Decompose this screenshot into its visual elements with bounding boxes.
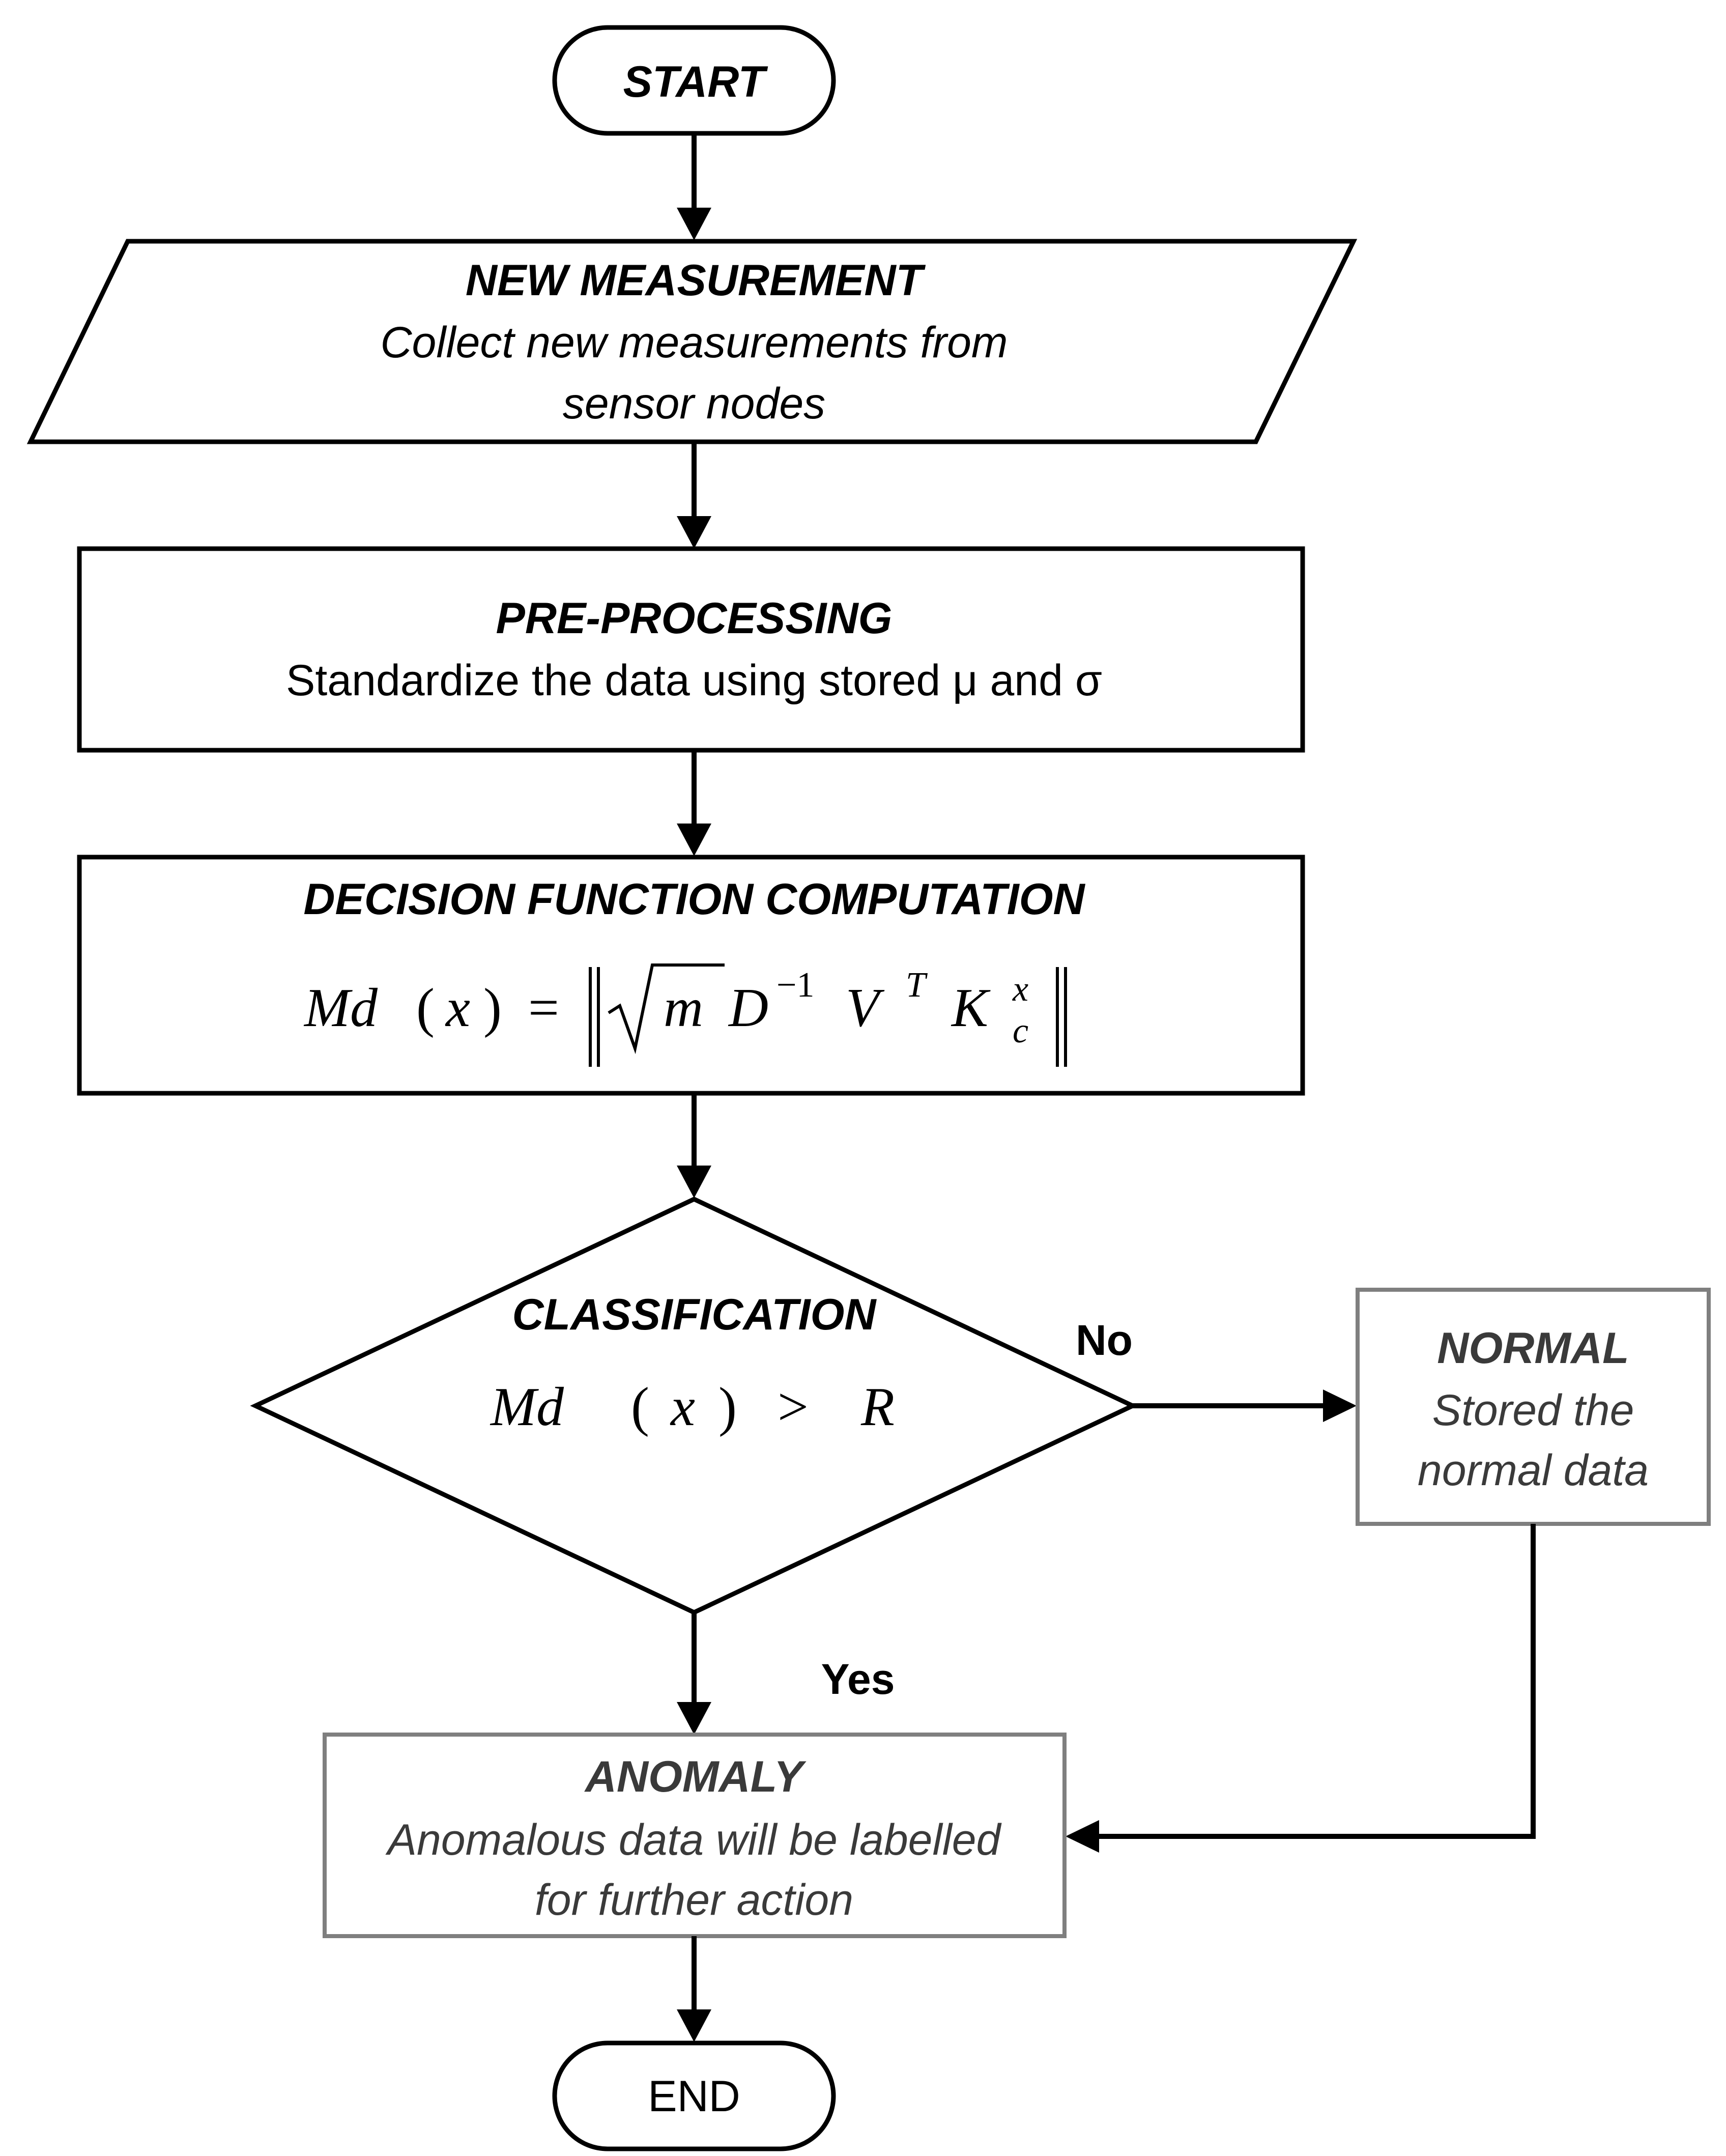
classification-open-paren: ( [631,1377,649,1437]
connector-no-to-normal: No [1076,1316,1357,1422]
decision-function-node: DECISION FUNCTION COMPUTATION Md ( x ) =… [77,855,1305,1096]
end-terminal-shape [552,2040,836,2151]
new-measurement-line1: Collect new measurements from [380,318,1008,367]
arrowhead [1323,1389,1357,1422]
formula-open-paren: ( [416,978,435,1038]
edge-label-no: No [1076,1316,1133,1364]
arrowhead [677,516,711,549]
formula-sqrt-arg: m [664,978,703,1038]
new-measurement-line2: sensor nodes [563,379,825,428]
formula-d: D [728,978,768,1038]
normal-line1: Stored the [1432,1386,1634,1435]
new-measurement-parallelogram [26,239,1358,444]
end-label: END [648,2072,740,2121]
pre-processing-title: PRE-PROCESSING [496,594,893,643]
anomaly-node: ANOMALY Anomalous data will be labelled … [323,1733,1067,1938]
formula-close-paren: ) [483,978,502,1038]
decision-function-title: DECISION FUNCTION COMPUTATION [303,875,1085,924]
new-measurement-title: NEW MEASUREMENT [466,256,926,305]
arrowhead [677,824,711,856]
normal-box [1356,1288,1711,1526]
arrowhead [677,1702,711,1735]
classification-node: CLASSIFICATION Md ( x ) > R [250,1197,1138,1615]
formula-equals: = [528,978,559,1038]
decision-function-formula: Md ( x ) = m D −1 V T K x c [303,963,1067,1067]
formula-k: K [951,978,991,1038]
classification-formula: Md ( x ) > R [490,1377,895,1437]
pre-processing-text: Standardize the data using stored μ and … [286,656,1102,705]
normal-line2: normal data [1418,1446,1649,1495]
start-label: START [623,58,768,106]
normal-node: NORMAL Stored the normal data [1356,1288,1711,1526]
sqrt-radical [608,963,725,1055]
edge-label-yes: Yes [821,1655,895,1703]
connector-normal-to-anomaly [1066,1524,1536,1853]
formula-d-exponent: −1 [776,966,814,1005]
start-node: START [552,25,836,136]
classification-close-paren: ) [718,1377,737,1437]
connector-preprocessing-to-decision [677,750,711,856]
connector-measurement-to-preprocessing [677,442,711,549]
classification-x: x [670,1377,695,1437]
formula-k-subscript: c [1013,1011,1028,1051]
formula-v: V [846,978,885,1038]
arrowhead [677,2009,711,2042]
classification-r: R [860,1377,895,1437]
connector-anomaly-to-end [677,1936,711,2042]
pre-processing-node: PRE-PROCESSING Standardize the data usin… [77,546,1305,753]
decision-function-box [77,855,1305,1096]
formula-v-exponent: T [906,966,928,1005]
end-node: END [552,2040,836,2151]
normal-title: NORMAL [1437,1324,1629,1373]
arrowhead [1066,1820,1099,1853]
connector-start-to-measurement [677,133,711,240]
anomaly-line2: for further action [535,1876,853,1924]
formula-x: x [445,978,470,1038]
classification-greater-than: > [778,1377,809,1437]
pre-processing-box [77,546,1305,753]
classification-title: CLASSIFICATION [512,1290,877,1339]
new-measurement-node: NEW MEASUREMENT Collect new measurements… [26,239,1358,444]
formula-md: Md [303,978,378,1038]
anomaly-line1: Anomalous data will be labelled [385,1815,1002,1864]
anomaly-title: ANOMALY [584,1752,807,1801]
anomaly-box [323,1733,1067,1938]
classification-md: Md [490,1377,564,1437]
connector-decision-to-classification [677,1093,711,1198]
arrowhead [677,1166,711,1198]
arrowhead [677,208,711,240]
connector-yes-to-anomaly: Yes [677,1612,895,1735]
formula-k-superscript: x [1012,970,1028,1009]
